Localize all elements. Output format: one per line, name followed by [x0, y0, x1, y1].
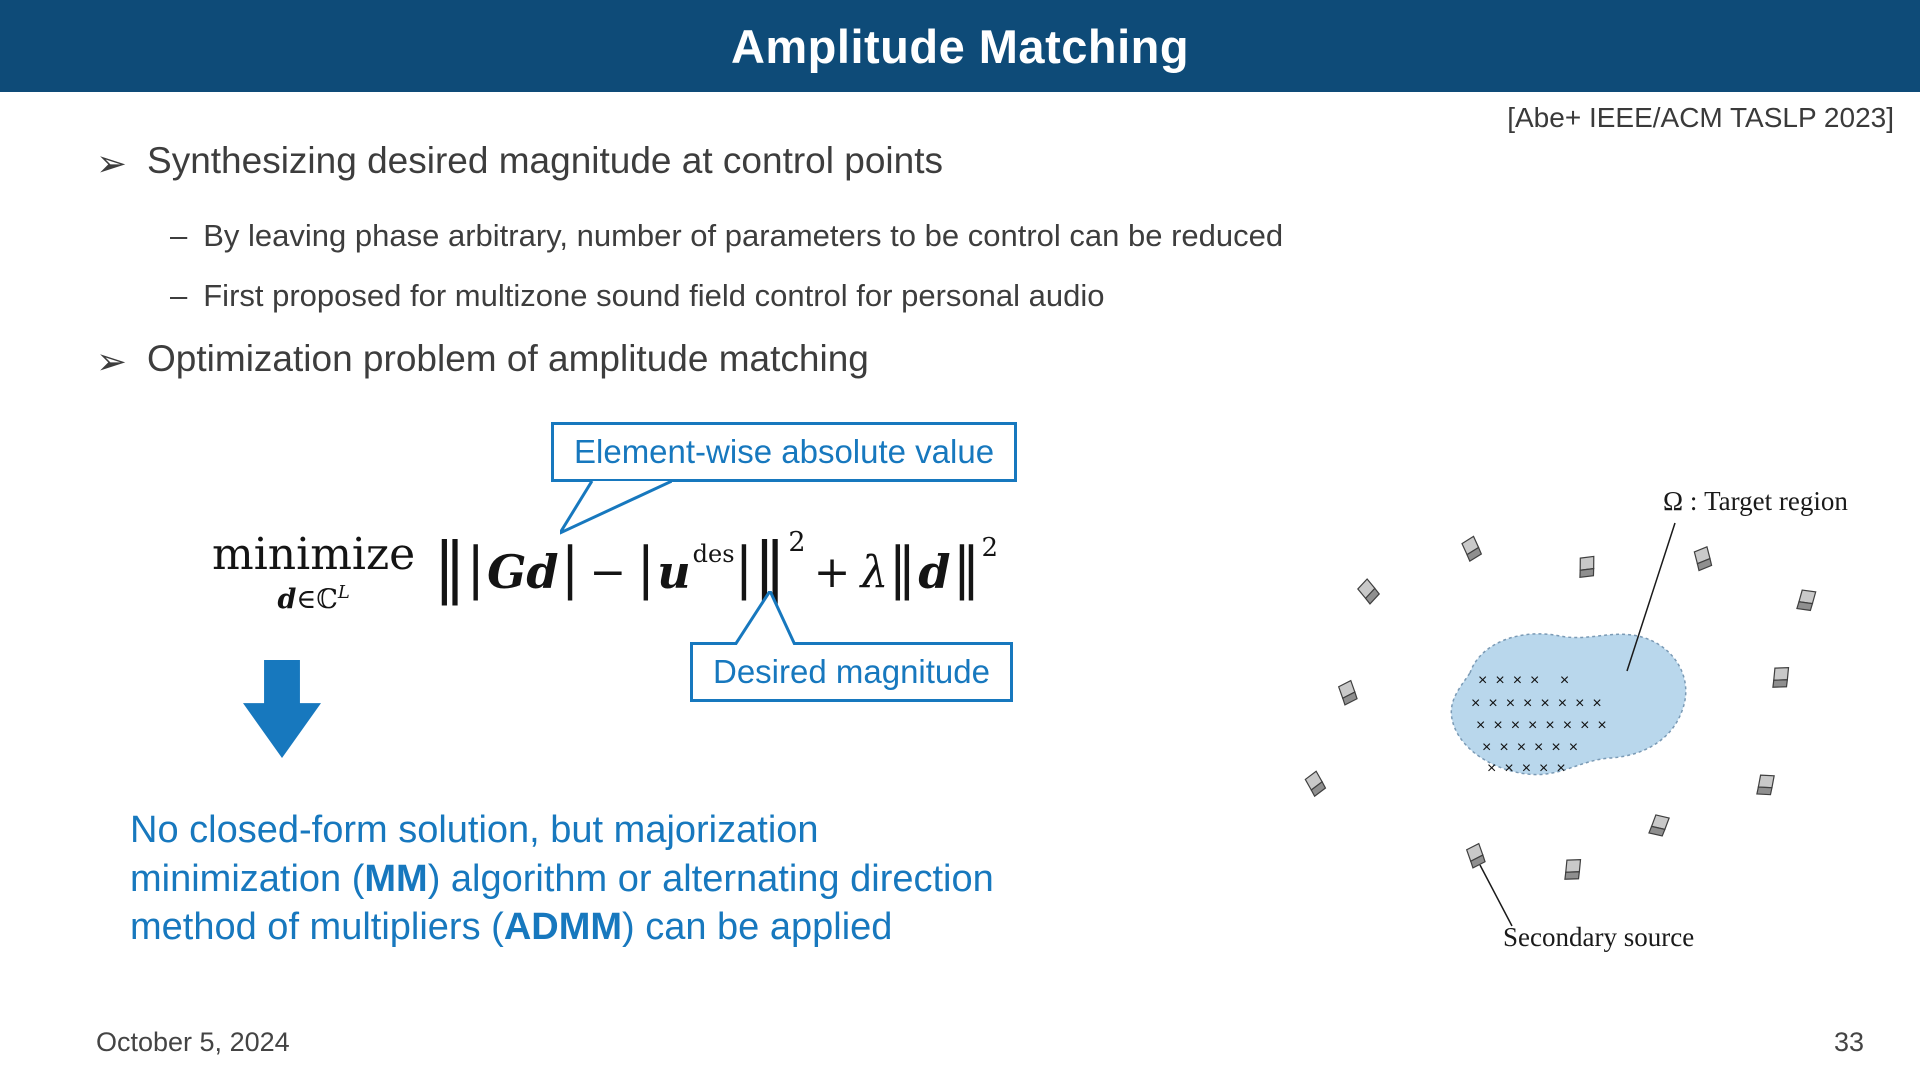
- speaker-icon: [1460, 535, 1483, 563]
- speaker-icon: [1769, 663, 1793, 692]
- subbullet-text: By leaving phase arbitrary, number of pa…: [203, 218, 1284, 253]
- citation: [Abe+ IEEE/ACM TASLP 2023]: [1507, 102, 1894, 133]
- speaker-icon: [1693, 545, 1713, 572]
- bullet-text: Synthesizing desired magnitude at contro…: [147, 140, 943, 181]
- subbullet-text: First proposed for multizone sound field…: [203, 278, 1105, 313]
- x-marks-row: ××××××: [1482, 739, 1586, 756]
- target-region-line: [1626, 522, 1676, 672]
- secondary-source-label: Secondary source: [1503, 922, 1694, 952]
- target-region-label: Ω : Target region: [1663, 486, 1848, 516]
- bullet-optimization: ➢ Optimization problem of amplitude matc…: [96, 338, 869, 382]
- page-number: 33: [1833, 1027, 1864, 1057]
- callout-desired-magnitude: Desired magnitude: [690, 642, 1013, 702]
- dash-icon: –: [170, 218, 188, 253]
- speaker-icon: [1303, 769, 1328, 798]
- speaker-icon: [1561, 855, 1585, 884]
- subbullet-phase: – By leaving phase arbitrary, number of …: [170, 218, 1283, 254]
- subbullet-multizone: – First proposed for multizone sound fie…: [170, 278, 1104, 314]
- footer-date: October 5, 2024: [96, 1027, 290, 1057]
- speaker-icon: [1753, 770, 1778, 800]
- speaker-icon: [1645, 810, 1673, 841]
- speaker-icon: [1465, 842, 1487, 870]
- bullet-synthesizing: ➢ Synthesizing desired magnitude at cont…: [96, 140, 943, 184]
- x-marks-row: ×××× ×: [1478, 672, 1577, 689]
- slide-header: Amplitude Matching: [0, 0, 1920, 92]
- minimize-operator: minimize d∈ℂL: [212, 529, 416, 615]
- secondary-source-line: [1479, 864, 1513, 927]
- dash-icon: –: [170, 278, 188, 313]
- x-marks-row: ××××××××: [1476, 717, 1615, 734]
- speaker-icon: [1793, 585, 1820, 615]
- bullet-arrow-icon: ➢: [96, 341, 128, 382]
- bullet-text: Optimization problem of amplitude matchi…: [147, 338, 869, 379]
- callout-absolute-value: Element-wise absolute value: [551, 422, 1018, 482]
- speaker-icon: [1355, 576, 1382, 607]
- speaker-icon: [1337, 679, 1359, 707]
- slide-title: Amplitude Matching: [730, 19, 1190, 73]
- down-arrow-icon: [243, 660, 321, 758]
- conclusion-text: No closed-form solution, but majorizatio…: [130, 809, 994, 949]
- bullet-arrow-icon: ➢: [96, 143, 128, 184]
- callout-tail: [560, 481, 672, 535]
- x-marks-row: ××××××××: [1471, 695, 1610, 712]
- x-marks-row: ×××××: [1487, 760, 1574, 777]
- target-region-diagram: ×××× × ×××××××× ×××××××× ×××××× ××××× Ω …: [1303, 486, 1848, 952]
- callout-tail: [733, 591, 797, 645]
- speaker-icon: [1576, 553, 1598, 581]
